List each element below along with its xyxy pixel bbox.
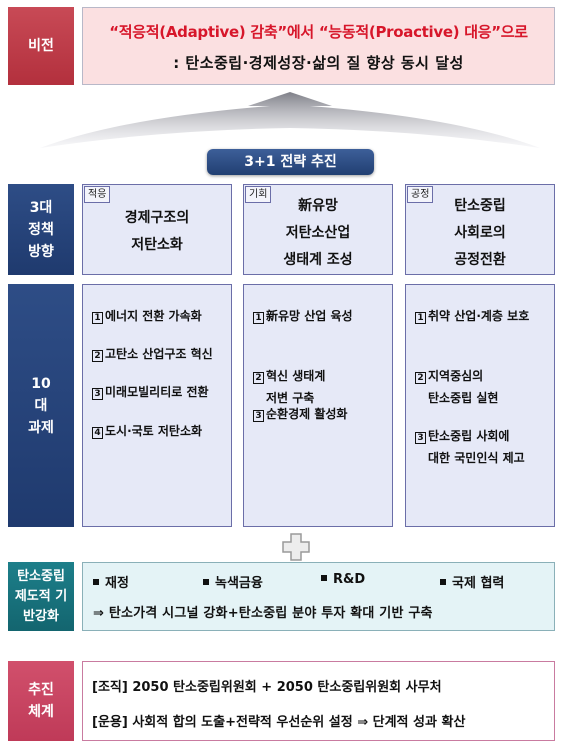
task-text: 미래모빌리티로 전환 (105, 385, 209, 399)
policy-direction-label-text: 3대 정책 방향 (28, 199, 54, 260)
policy-tag: 공정 (407, 186, 434, 203)
task-text: 순환경제 활성화 (266, 407, 348, 421)
task-number: 2 (92, 350, 103, 362)
policy-text: 탄소중립 사회로의 공정전환 (454, 198, 506, 268)
task-text: 에너지 전환 가속화 (105, 309, 202, 323)
task-number: 4 (92, 427, 103, 439)
task-number: 1 (92, 312, 103, 324)
task-number: 1 (253, 312, 264, 324)
carbon-foundation-box: 재정 녹색금융 R&D 국제 협력 ⇒ 탄소가격 시그널 강화+탄소중립 분야 … (82, 562, 555, 631)
tasks-label: 10대 과제 (8, 284, 74, 527)
system-operation: [운용] 사회적 합의 도출+전략적 우선순위 설정 ⇒ 단계적 성과 확산 (92, 715, 466, 730)
task-text: 도시·국토 저탄소화 (105, 424, 203, 438)
task-number: 3 (415, 432, 426, 444)
task-text: 지역중심의 탄소중립 실현 (428, 369, 499, 405)
tasks-label-text: 10대 과제 (28, 375, 54, 436)
policy-text: 新유망 저탄소산업 생태계 조성 (283, 198, 353, 268)
task-text: 新유망 산업 육성 (266, 309, 353, 323)
task-text: 고탄소 산업구조 혁신 (105, 347, 213, 361)
strategy-banner: 3+1 전략 추진 (207, 149, 374, 175)
vision-goal: : 탄소중립·경제성장·삶의 질 향상 동시 달성 (173, 54, 464, 72)
task-number: 2 (415, 372, 426, 384)
policy-box-opportunity: 기회 新유망 저탄소산업 생태계 조성 (243, 184, 393, 275)
vision-label: 비전 (8, 7, 74, 85)
strategy-banner-text: 3+1 전략 추진 (244, 154, 337, 170)
bullet-finance: 재정 (93, 572, 129, 591)
task-text: 탄소중립 사회에 대한 국민인식 제고 (428, 429, 525, 465)
carbon-foundation-label: 탄소중립 제도적 기반강화 (8, 562, 74, 631)
task-number: 3 (92, 388, 103, 400)
vision-statement: “적응적(Adaptive) 감축”에서 “능동적(Proactive) 대응”… (109, 23, 528, 41)
task-text: 취약 산업·계층 보호 (428, 309, 530, 323)
vision-label-text: 비전 (28, 38, 54, 54)
bullet-international-cooperation: 국제 협력 (440, 572, 504, 591)
carbon-foundation-label-text: 탄소중립 제도적 기반강화 (14, 568, 68, 624)
task-number: 1 (415, 312, 426, 324)
upward-arrow-graphic (40, 92, 540, 148)
task-text: 혁신 생태계 저변 구축 (266, 369, 326, 405)
system-organization: [조직] 2050 탄소중립위원회 + 2050 탄소중립위원회 사무처 (92, 680, 442, 695)
policy-box-fairness: 공정 탄소중립 사회로의 공정전환 (405, 184, 555, 275)
task-number: 3 (253, 410, 264, 422)
policy-tag: 적응 (84, 186, 111, 203)
bullet-green-finance: 녹색금융 (203, 572, 263, 591)
vision-box: “적응적(Adaptive) 감축”에서 “능동적(Proactive) 대응”… (82, 7, 555, 85)
policy-text: 경제구조의 저탄소화 (124, 210, 190, 253)
task-number: 2 (253, 372, 264, 384)
system-box: [조직] 2050 탄소중립위원회 + 2050 탄소중립위원회 사무처 [운용… (82, 661, 555, 741)
policy-tag: 기회 (245, 186, 272, 203)
system-label-text: 추진 체계 (28, 682, 54, 720)
carbon-foundation-result: ⇒ 탄소가격 시그널 강화+탄소중립 분야 투자 확대 기반 구축 (93, 606, 433, 621)
system-label: 추진 체계 (8, 661, 74, 741)
policy-direction-label: 3대 정책 방향 (8, 184, 74, 275)
policy-box-adaptation: 적응 경제구조의 저탄소화 (82, 184, 232, 275)
bullet-rnd: R&D (321, 572, 365, 587)
plus-icon (282, 533, 310, 561)
